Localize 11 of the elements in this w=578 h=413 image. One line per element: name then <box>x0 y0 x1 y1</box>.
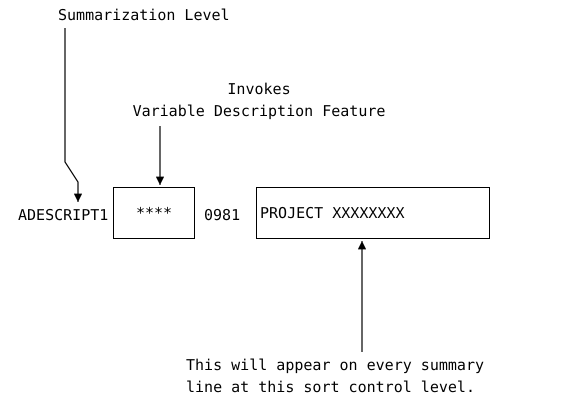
annotation-text: Invokes <box>227 79 291 100</box>
arrow <box>156 126 164 185</box>
annotation-text: Summarization Level <box>58 4 238 26</box>
arrow <box>358 241 366 352</box>
annotation-text: ADESCRIPT1 <box>18 204 112 226</box>
field-box: **** <box>113 187 195 239</box>
field-box: PROJECT XXXXXXXX <box>256 187 490 239</box>
field-value: 0981 <box>204 205 240 226</box>
annotation-text: This will appear on every summary line at this sort control level. <box>186 354 498 398</box>
arrow <box>64 28 82 202</box>
annotation-text: Variable Description Feature <box>132 101 386 122</box>
